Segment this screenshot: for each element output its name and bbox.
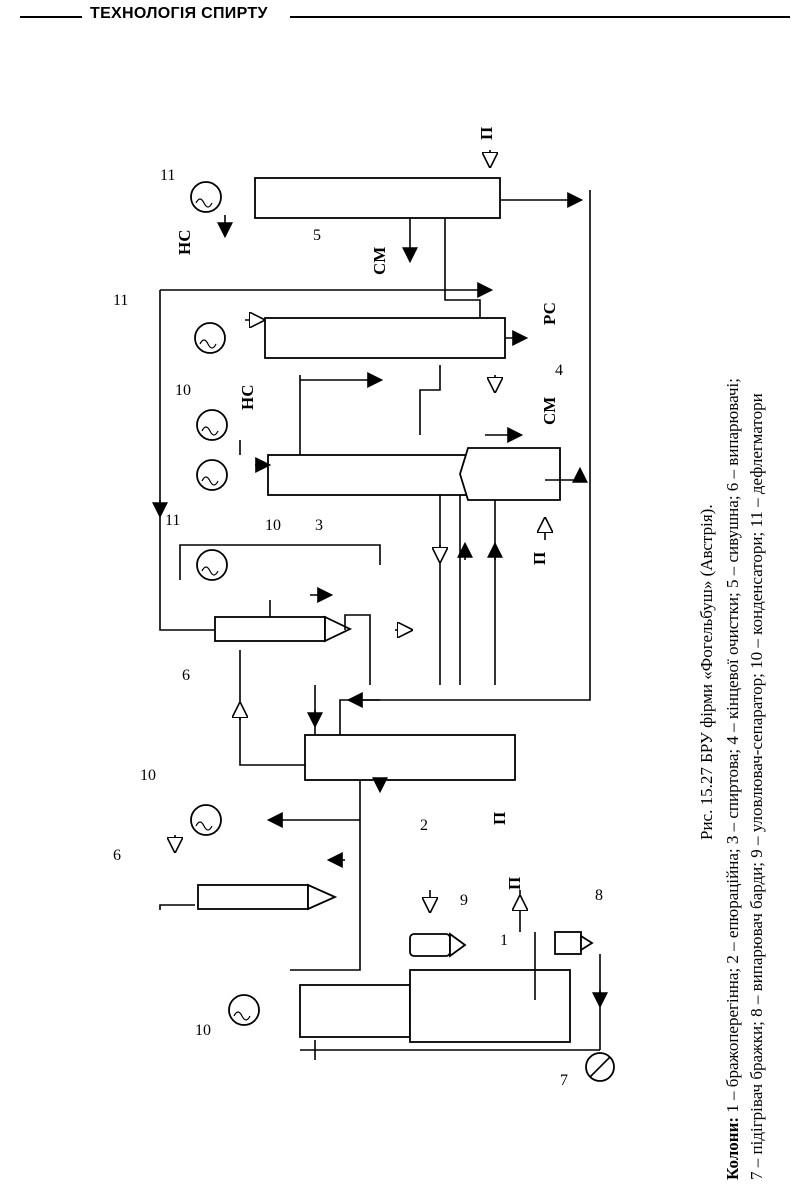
stream-hs-2: НС xyxy=(238,385,257,411)
dephlegmator-11-a xyxy=(196,459,228,491)
column-1-beer xyxy=(299,969,571,1043)
piping xyxy=(152,150,608,1060)
label-9: 9 xyxy=(460,892,468,909)
label-8: 8 xyxy=(595,887,603,904)
header-rule-left xyxy=(20,16,82,18)
heater-7 xyxy=(585,1052,615,1082)
column-3-rectification xyxy=(267,447,561,501)
stream-hs-1: НС xyxy=(175,230,194,256)
stream-p-4: П xyxy=(505,877,524,890)
evaporator-6-lower xyxy=(197,883,338,911)
caption-legend-line1: Колони: 1 – бражоперегінна; 2 – епюрацій… xyxy=(723,378,742,1180)
dephlegmator-11-b xyxy=(194,322,226,354)
caption-title: Рис. 15.27 БРУ фірми «Фогельбуш» (Австрі… xyxy=(697,504,716,840)
column-5-fusel xyxy=(254,177,501,219)
stream-cm-2: СМ xyxy=(540,397,559,425)
evaporator-6-upper xyxy=(214,615,353,643)
condenser-10-a xyxy=(190,804,222,836)
label-11-b: 11 xyxy=(113,292,128,309)
label-10-c: 10 xyxy=(265,517,281,534)
separator-9 xyxy=(409,932,467,958)
page-header: ТЕХНОЛОГІЯ СПИРТУ xyxy=(0,0,791,40)
label-11-c: 11 xyxy=(160,167,175,184)
condenser-10-b xyxy=(228,994,260,1026)
label-4: 4 xyxy=(555,362,563,379)
header-title: ТЕХНОЛОГІЯ СПИРТУ xyxy=(90,5,268,22)
label-10-d: 10 xyxy=(175,382,191,399)
condenser-10-d xyxy=(196,409,228,441)
diagram-body: 1 2 3 4 5 6 6 7 8 9 10 10 10 10 11 11 11… xyxy=(113,127,766,1180)
label-5: 5 xyxy=(313,227,321,244)
dephlegmator-11-c xyxy=(190,181,222,213)
label-10-b: 10 xyxy=(195,1022,211,1039)
label-6-lower: 6 xyxy=(113,847,121,864)
stream-p-1: П xyxy=(477,127,496,140)
column-2-epuration xyxy=(304,734,516,781)
condenser-10-c xyxy=(196,549,228,581)
label-6-upper: 6 xyxy=(182,667,190,684)
caption-legend-line2: 7 – підігрівач бражки; 8 – випарювач бар… xyxy=(747,393,766,1180)
header-rule-right xyxy=(290,16,790,18)
stream-p-2: П xyxy=(530,552,549,565)
stream-labels: НС НС СМ СМ РС П П П П xyxy=(175,127,559,890)
label-11-a: 11 xyxy=(165,512,180,529)
label-1: 1 xyxy=(500,932,508,949)
stream-cm-1: СМ xyxy=(370,247,389,275)
stream-pc: РС xyxy=(540,302,559,325)
equipment-labels: 1 2 3 4 5 6 6 7 8 9 10 10 10 10 11 11 11 xyxy=(113,167,603,1089)
stream-p-3: П xyxy=(490,812,509,825)
column-4-final-purification xyxy=(264,317,506,359)
label-10-a: 10 xyxy=(140,767,156,784)
evaporator-8 xyxy=(554,931,594,955)
label-2: 2 xyxy=(420,817,428,834)
label-3: 3 xyxy=(315,517,323,534)
label-7: 7 xyxy=(560,1072,568,1089)
figure-caption: Рис. 15.27 БРУ фірми «Фогельбуш» (Австрі… xyxy=(697,378,766,1180)
